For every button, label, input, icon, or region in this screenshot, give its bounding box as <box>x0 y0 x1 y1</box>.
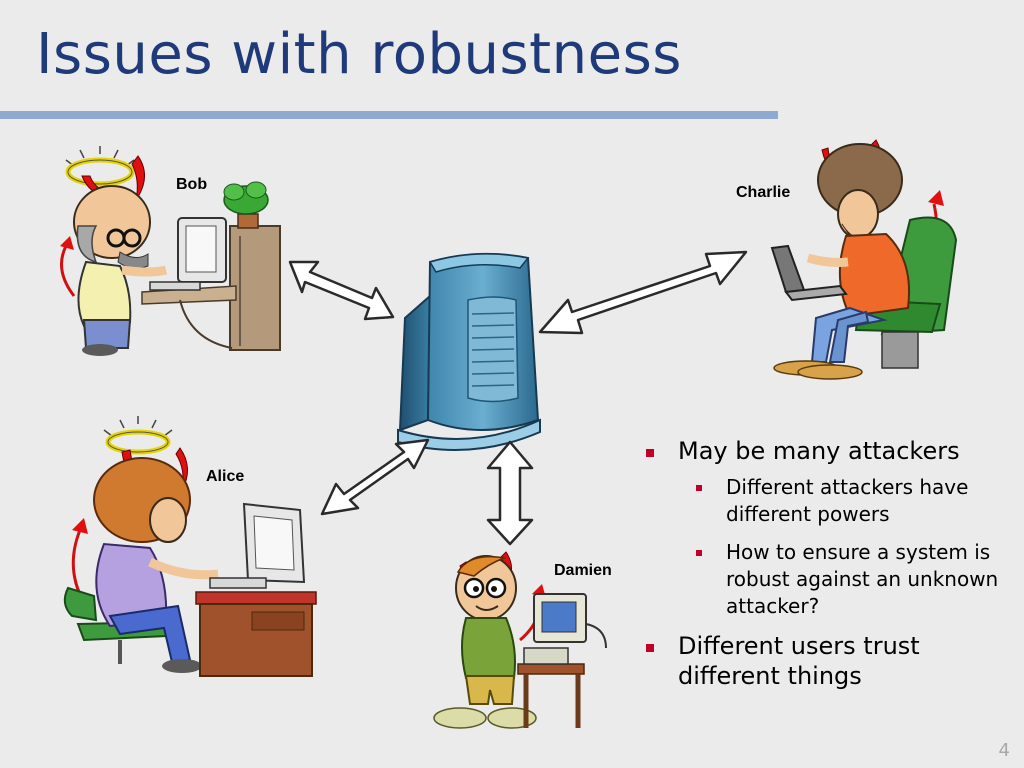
bob-figure <box>60 146 281 356</box>
bullet-item: Different users trust different things <box>644 631 1016 691</box>
label-damien: Damien <box>554 562 612 579</box>
double-arrow-icon <box>288 250 748 546</box>
bullet-item: May be many attackers <box>644 436 1016 466</box>
alice-figure <box>63 416 317 677</box>
label-charlie: Charlie <box>736 184 791 201</box>
damien-figure <box>433 551 607 729</box>
label-alice: Alice <box>206 468 245 485</box>
sub-bullet-item: Different attackers have different power… <box>694 474 1016 528</box>
label-bob: Bob <box>176 176 208 193</box>
title-underline <box>0 111 778 119</box>
slide-title: Issues with robustness <box>36 22 682 87</box>
page-number: 4 <box>998 740 1010 761</box>
sub-bullet-item: How to ensure a system is robust against… <box>694 539 1016 620</box>
charlie-figure <box>770 139 958 380</box>
bullet-list: May be many attackers Different attacker… <box>644 436 1016 699</box>
server-icon <box>397 252 541 451</box>
